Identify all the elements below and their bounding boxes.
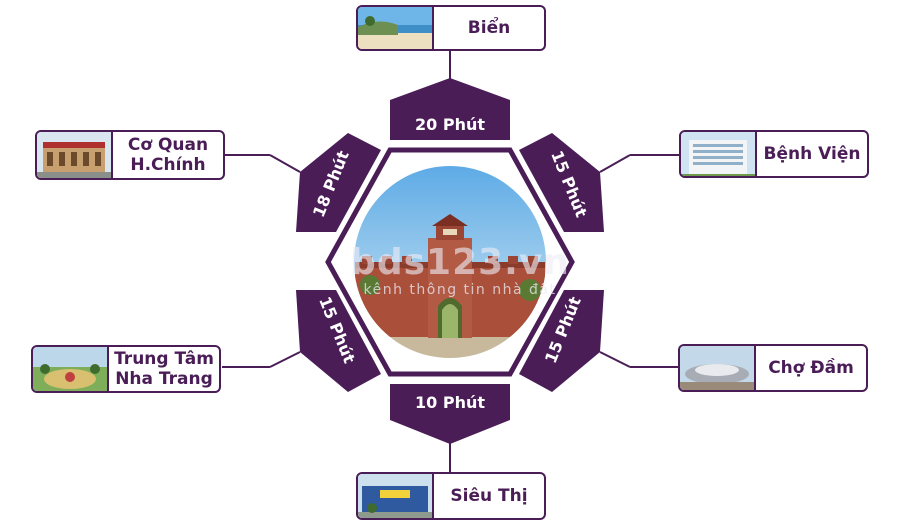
segment-top-left	[296, 133, 381, 232]
label-line-2: Nha Trang	[115, 369, 213, 389]
destination-hospital-label: Bệnh Viện	[757, 132, 867, 176]
label-line-1: Siêu Thị	[450, 486, 528, 506]
destination-government-office: Cơ Quan H.Chính	[35, 130, 225, 180]
time-top: 20 Phút	[415, 115, 485, 134]
label-line-1: Bệnh Viện	[763, 144, 861, 164]
segment-bottom-left	[296, 290, 381, 392]
label-line-1: Biển	[467, 18, 511, 38]
destination-supermarket: Siêu Thị	[356, 472, 546, 520]
destination-hospital: Bệnh Viện	[679, 130, 869, 178]
supermarket-photo-icon	[358, 474, 434, 518]
connector-lines	[222, 50, 680, 473]
label-line-1: Trung Tâm	[114, 349, 214, 369]
market-photo-icon	[680, 346, 756, 390]
destination-government-office-label: Cơ Quan H.Chính	[113, 132, 223, 178]
label-line-1: Chợ Đầm	[768, 358, 854, 378]
destination-city-center: Trung Tâm Nha Trang	[31, 345, 221, 393]
label-line-1: Cơ Quan	[127, 135, 209, 155]
city-center-photo-icon	[33, 347, 109, 391]
segment-top-right	[519, 133, 604, 232]
destination-beach: Biển	[356, 5, 546, 51]
center-photo	[354, 166, 546, 358]
hospital-photo-icon	[681, 132, 757, 176]
destination-city-center-label: Trung Tâm Nha Trang	[109, 347, 219, 391]
segment-top	[390, 78, 510, 140]
hex-ring	[296, 78, 604, 444]
destination-beach-label: Biển	[434, 7, 544, 49]
time-bottom: 10 Phút	[415, 393, 485, 412]
segment-bottom-right	[519, 290, 604, 392]
label-line-2: H.Chính	[130, 155, 206, 175]
destination-supermarket-label: Siêu Thị	[434, 474, 544, 518]
destination-market-label: Chợ Đầm	[756, 346, 866, 390]
destination-market: Chợ Đầm	[678, 344, 868, 392]
beach-photo-icon	[358, 7, 434, 49]
government-office-photo-icon	[37, 132, 113, 178]
segment-bottom	[390, 384, 510, 444]
